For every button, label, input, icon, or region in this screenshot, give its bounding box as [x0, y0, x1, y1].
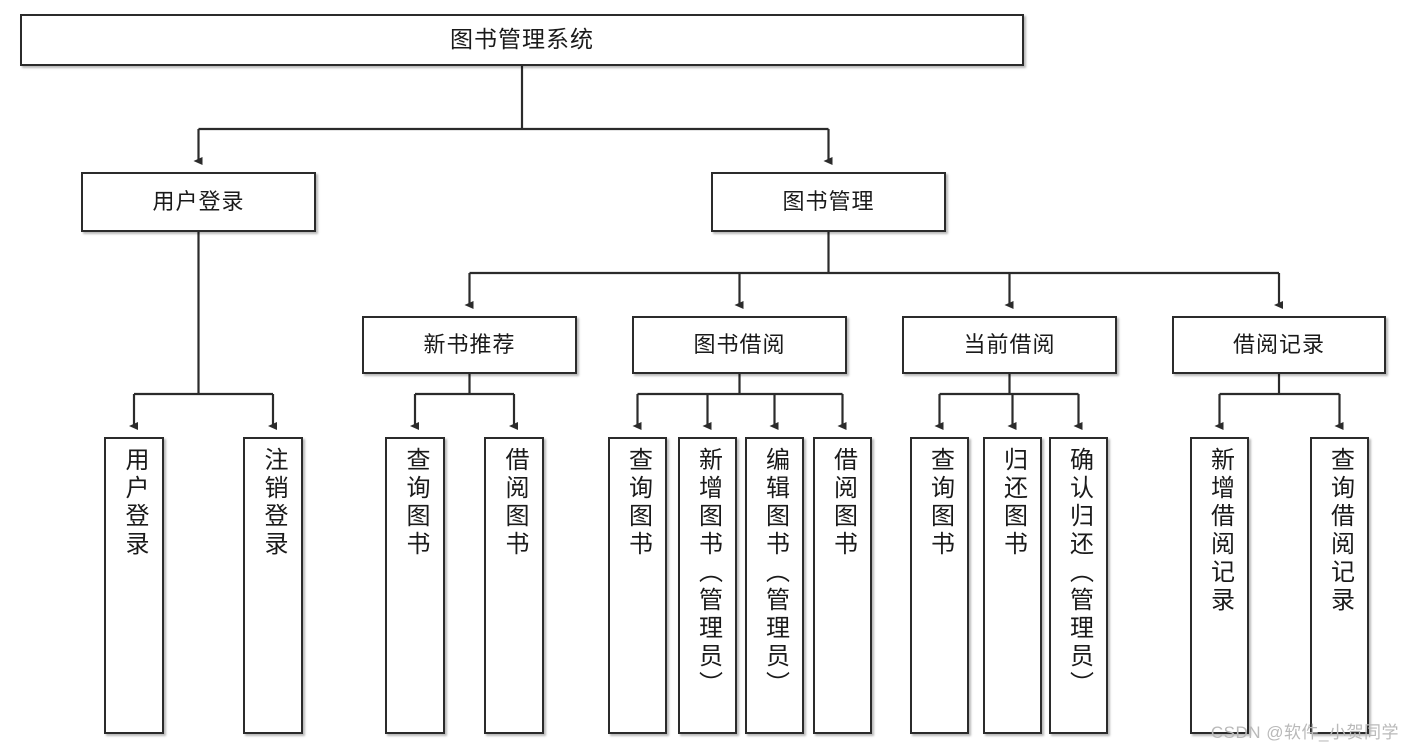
node-label-leaf-user-login: 用户登录 [121, 447, 148, 559]
node-label-current-borrow: 当前借阅 [963, 332, 1056, 358]
node-label-leaf-rec-query: 查询图书 [402, 447, 429, 559]
node-label-user-login: 用户登录 [152, 189, 245, 215]
node-leaf-user-logout[interactable]: 注销登录 [243, 437, 303, 734]
node-label-leaf-br-add: 新增借阅记录 [1206, 447, 1234, 615]
node-label-book-borrow: 图书借阅 [693, 332, 786, 358]
node-label-leaf-cb-confirm: 确认归还（管理员） [1065, 447, 1093, 699]
node-book-borrow[interactable]: 图书借阅 [632, 316, 847, 374]
node-label-leaf-user-logout: 注销登录 [260, 447, 287, 559]
node-label-leaf-bb-query: 查询图书 [624, 447, 652, 559]
node-leaf-rec-borrow[interactable]: 借阅图书 [484, 437, 544, 734]
node-leaf-br-query[interactable]: 查询借阅记录 [1310, 437, 1369, 734]
node-book-manage[interactable]: 图书管理 [711, 172, 946, 232]
node-leaf-br-add[interactable]: 新增借阅记录 [1190, 437, 1249, 734]
node-label-borrow-record: 借阅记录 [1232, 332, 1325, 358]
node-leaf-bb-add[interactable]: 新增图书（管理员） [678, 437, 737, 734]
node-label-new-book-rec: 新书推荐 [423, 332, 516, 358]
node-label-leaf-cb-return: 归还图书 [999, 447, 1027, 559]
node-leaf-cb-return[interactable]: 归还图书 [983, 437, 1042, 734]
node-leaf-bb-edit[interactable]: 编辑图书（管理员） [745, 437, 804, 734]
node-label-leaf-bb-add: 新增图书（管理员） [694, 447, 722, 699]
node-leaf-bb-query[interactable]: 查询图书 [608, 437, 667, 734]
node-label-root: 图书管理系统 [450, 26, 594, 53]
node-leaf-cb-query[interactable]: 查询图书 [910, 437, 969, 734]
node-new-book-rec[interactable]: 新书推荐 [362, 316, 577, 374]
node-leaf-user-login[interactable]: 用户登录 [104, 437, 164, 734]
node-root[interactable]: 图书管理系统 [20, 14, 1024, 66]
node-leaf-bb-borrow[interactable]: 借阅图书 [813, 437, 872, 734]
node-label-book-manage: 图书管理 [782, 189, 875, 215]
node-current-borrow[interactable]: 当前借阅 [902, 316, 1117, 374]
node-label-leaf-cb-query: 查询图书 [926, 447, 954, 559]
watermark: CSDN @软件_小贺同学 [1210, 723, 1399, 742]
node-label-leaf-rec-borrow: 借阅图书 [501, 447, 528, 559]
node-label-leaf-bb-edit: 编辑图书（管理员） [761, 447, 789, 699]
node-borrow-record[interactable]: 借阅记录 [1172, 316, 1386, 374]
node-label-leaf-br-query: 查询借阅记录 [1326, 447, 1354, 615]
node-leaf-cb-confirm[interactable]: 确认归还（管理员） [1049, 437, 1108, 734]
node-user-login[interactable]: 用户登录 [81, 172, 316, 232]
node-label-leaf-bb-borrow: 借阅图书 [829, 447, 857, 559]
node-leaf-rec-query[interactable]: 查询图书 [385, 437, 445, 734]
